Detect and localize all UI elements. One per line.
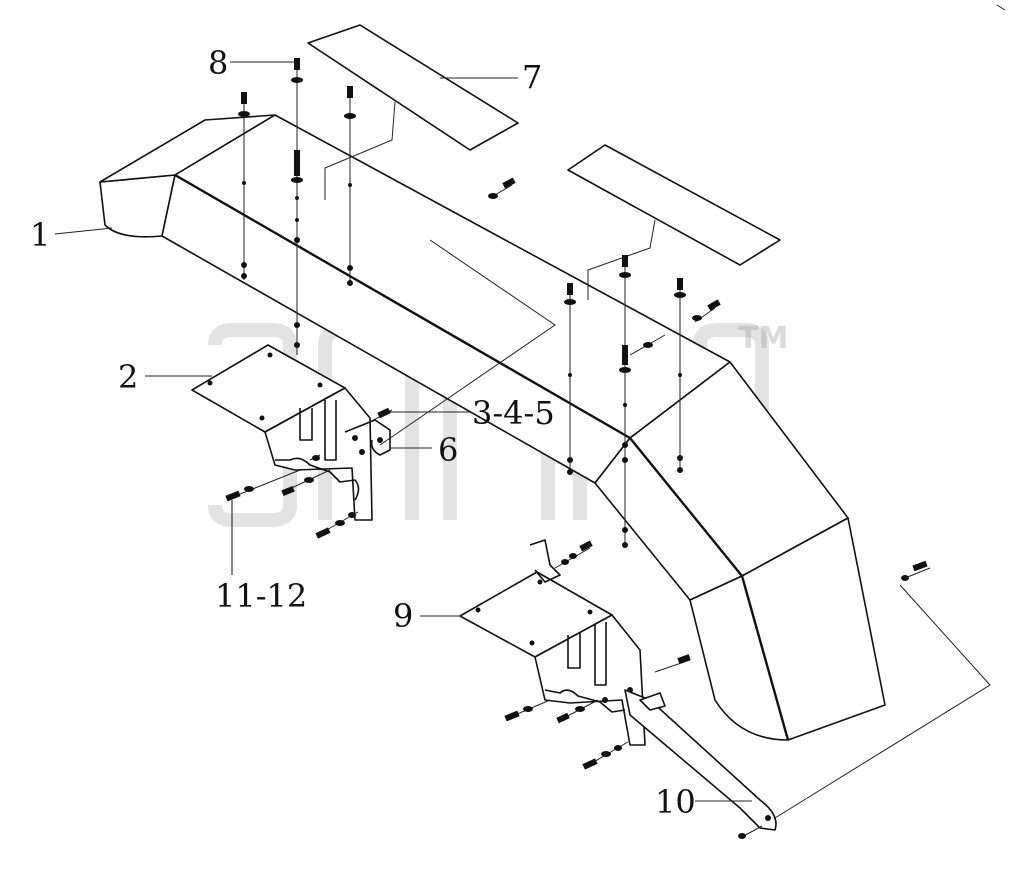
label-8: 8 bbox=[208, 44, 228, 82]
bracket-part-2 bbox=[191, 344, 391, 521]
fasteners-11-12 bbox=[225, 407, 393, 539]
label-1: 1 bbox=[30, 216, 50, 254]
fasteners-bracket-9 bbox=[504, 654, 691, 770]
fender-part-1 bbox=[99, 114, 886, 741]
label-3-4-5: 3-4-5 bbox=[472, 394, 555, 432]
label-2: 2 bbox=[118, 358, 138, 396]
leader-lines bbox=[54, 61, 752, 802]
watermark-tm: TM bbox=[738, 321, 788, 356]
plate-part-7 bbox=[307, 24, 781, 300]
callout-labels: 1 2 3-4-5 6 7 8 9 10 11-12 bbox=[30, 44, 696, 821]
label-7: 7 bbox=[522, 58, 542, 96]
fender-bolts bbox=[238, 58, 721, 548]
bracket-part-9 bbox=[459, 539, 646, 746]
label-6: 6 bbox=[438, 431, 458, 469]
label-9: 9 bbox=[393, 597, 413, 635]
arm-part-10 bbox=[624, 560, 991, 839]
label-11-12: 11-12 bbox=[215, 577, 307, 615]
corner-mark bbox=[996, 4, 1006, 11]
label-10: 10 bbox=[655, 783, 696, 821]
